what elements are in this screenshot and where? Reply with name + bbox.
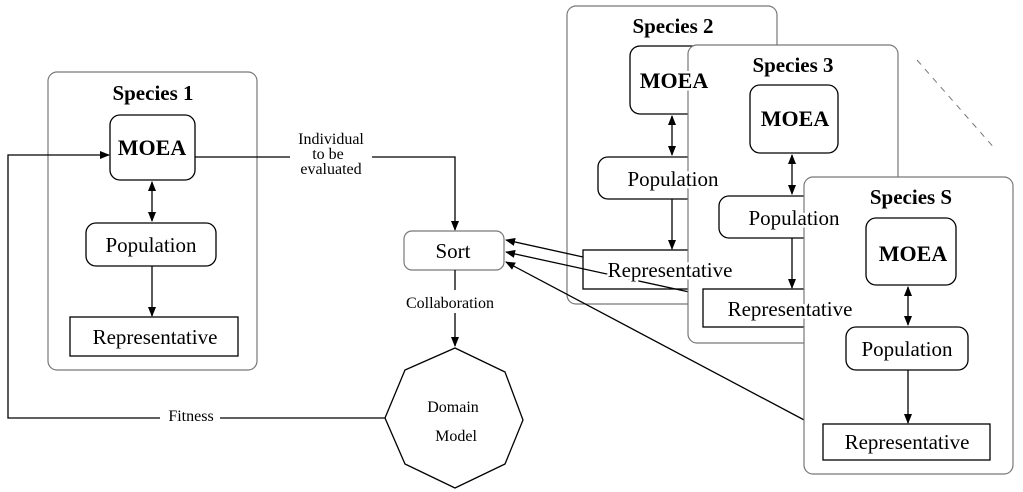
individual-edge-b	[372, 156, 459, 231]
species-1-group: Species 1 MOEA Population Representative	[47, 71, 258, 371]
species-s-population-label: Population	[861, 337, 953, 361]
species-s-title: Species S	[870, 185, 952, 209]
species-s-population-node	[845, 326, 969, 371]
species-2-moea-label: MOEA	[640, 68, 709, 93]
species-3-moea-node	[749, 84, 839, 154]
species-3-title: Species 3	[752, 53, 833, 77]
collaboration-label: Collaboration	[406, 295, 494, 312]
species-2-population-label: Population	[627, 167, 719, 191]
more-species-dashed-line	[916, 59, 997, 151]
fitness-label: Fitness	[168, 408, 213, 425]
species-2-representative-label: Representative	[608, 258, 733, 282]
species-1-population-node	[85, 222, 217, 267]
species-1-moea-label: MOEA	[118, 135, 187, 160]
species-s-representative-node	[822, 423, 991, 461]
domain-model-node	[384, 347, 524, 489]
individual-label-3: evaluated	[300, 161, 361, 178]
species-1-title: Species 1	[112, 81, 193, 105]
species-1-representative-label: Representative	[93, 325, 218, 349]
species-3-population-label: Population	[748, 206, 840, 230]
fitness-edge-b	[7, 151, 160, 419]
individual-label-2: to be	[312, 146, 344, 163]
sort-node	[403, 230, 505, 271]
species-2-title: Species 2	[632, 14, 713, 38]
species-3-moea-label: MOEA	[761, 106, 830, 131]
species-1-representative-node	[69, 316, 239, 357]
domain-model-label-2: Model	[435, 428, 477, 445]
species-s-moea-node	[865, 217, 957, 286]
species-1-population-label: Population	[105, 233, 197, 257]
species-s-to-sort-arrow	[505, 261, 824, 431]
species-3-representative-label: Representative	[728, 297, 853, 321]
species-s-moea-label: MOEA	[879, 241, 948, 266]
individual-label-1: Individual	[298, 131, 364, 148]
species-2-to-sort-arrow	[505, 238, 584, 258]
sort-label: Sort	[435, 239, 470, 263]
species-3-to-sort-arrow	[505, 250, 704, 296]
species-s-group: Species S MOEA Population Representative	[803, 176, 1014, 475]
species-s-representative-label: Representative	[845, 430, 970, 454]
stacked-card-labels: MOEA Population Representative Populatio…	[605, 66, 855, 324]
domain-model-label-1: Domain	[427, 399, 479, 416]
species-1-moea-node	[109, 114, 196, 181]
